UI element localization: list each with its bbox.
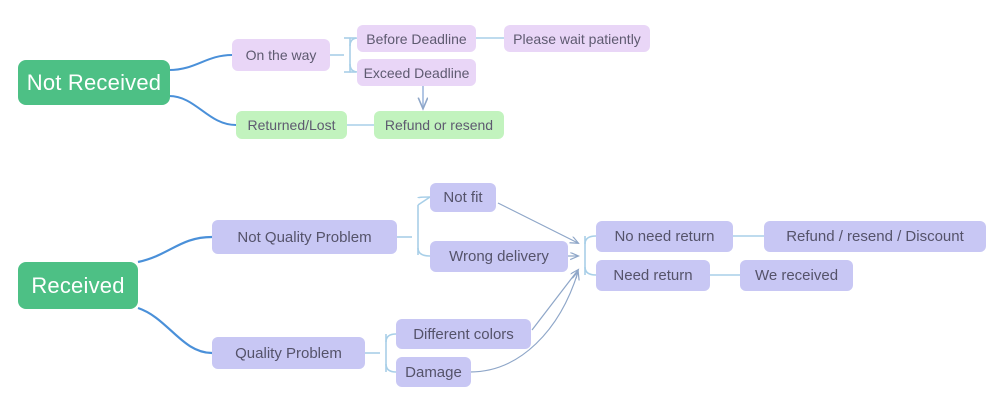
node-please-wait-patiently-label: Please wait patiently	[513, 30, 641, 47]
edge-notreceived-returnedlost	[168, 95, 237, 126]
edge-junction-needreturn	[584, 266, 597, 276]
node-damage-label: Damage	[405, 363, 462, 381]
node-received[interactable]: Received	[18, 262, 138, 309]
edge-received-notquality	[137, 235, 213, 264]
node-different-colors-label: Different colors	[413, 325, 514, 343]
node-exceed-deadline[interactable]: Exceed Deadline	[357, 59, 476, 86]
node-refund-resend-discount-label: Refund / resend / Discount	[786, 228, 964, 245]
node-received-label: Received	[31, 272, 125, 298]
edge-differentcolors-junction	[531, 270, 578, 331]
edge-fork-damage	[385, 363, 397, 373]
node-damage[interactable]: Damage	[396, 357, 471, 387]
edge-fork-notfit	[417, 196, 431, 206]
node-please-wait-patiently[interactable]: Please wait patiently	[504, 25, 650, 52]
node-before-deadline-label: Before Deadline	[366, 30, 467, 47]
node-before-deadline[interactable]: Before Deadline	[357, 25, 476, 52]
node-refund-or-resend-label: Refund or resend	[384, 117, 494, 133]
node-no-need-return-label: No need return	[614, 228, 715, 245]
node-not-fit-label: Not fit	[443, 189, 483, 206]
node-on-the-way[interactable]: On the way	[232, 39, 330, 71]
node-we-received-label: We received	[754, 267, 839, 284]
edge-notreceived-ontheway	[168, 54, 233, 71]
node-we-received[interactable]: We received	[740, 260, 853, 291]
edge-received-quality	[137, 306, 213, 355]
node-not-quality-problem[interactable]: Not Quality Problem	[212, 220, 397, 254]
edge-fork-wrongdelivery	[417, 247, 431, 257]
node-refund-or-resend[interactable]: Refund or resend	[374, 111, 504, 139]
node-quality-problem[interactable]: Quality Problem	[212, 337, 365, 369]
node-wrong-delivery[interactable]: Wrong delivery	[430, 241, 568, 272]
edge-fork-differentcolors	[385, 333, 397, 343]
edge-notfit-junction	[497, 202, 578, 243]
node-not-fit[interactable]: Not fit	[430, 183, 496, 212]
node-quality-problem-label: Quality Problem	[235, 344, 342, 362]
edge-junction-noneedreturn	[584, 235, 597, 245]
node-returned-lost-label: Returned/Lost	[247, 117, 336, 133]
node-no-need-return[interactable]: No need return	[596, 221, 733, 252]
node-different-colors[interactable]: Different colors	[396, 319, 531, 349]
node-wrong-delivery-label: Wrong delivery	[449, 248, 549, 265]
node-not-received[interactable]: Not Received	[18, 60, 170, 105]
node-refund-resend-discount[interactable]: Refund / resend / Discount	[764, 221, 986, 252]
node-not-quality-problem-label: Not Quality Problem	[237, 228, 372, 246]
node-exceed-deadline-label: Exceed Deadline	[363, 64, 470, 81]
node-on-the-way-label: On the way	[245, 47, 317, 63]
node-need-return-label: Need return	[613, 267, 693, 284]
edge-fork-notfit2	[417, 196, 431, 199]
node-returned-lost[interactable]: Returned/Lost	[236, 111, 347, 139]
node-not-received-label: Not Received	[26, 69, 162, 95]
node-need-return[interactable]: Need return	[596, 260, 710, 291]
